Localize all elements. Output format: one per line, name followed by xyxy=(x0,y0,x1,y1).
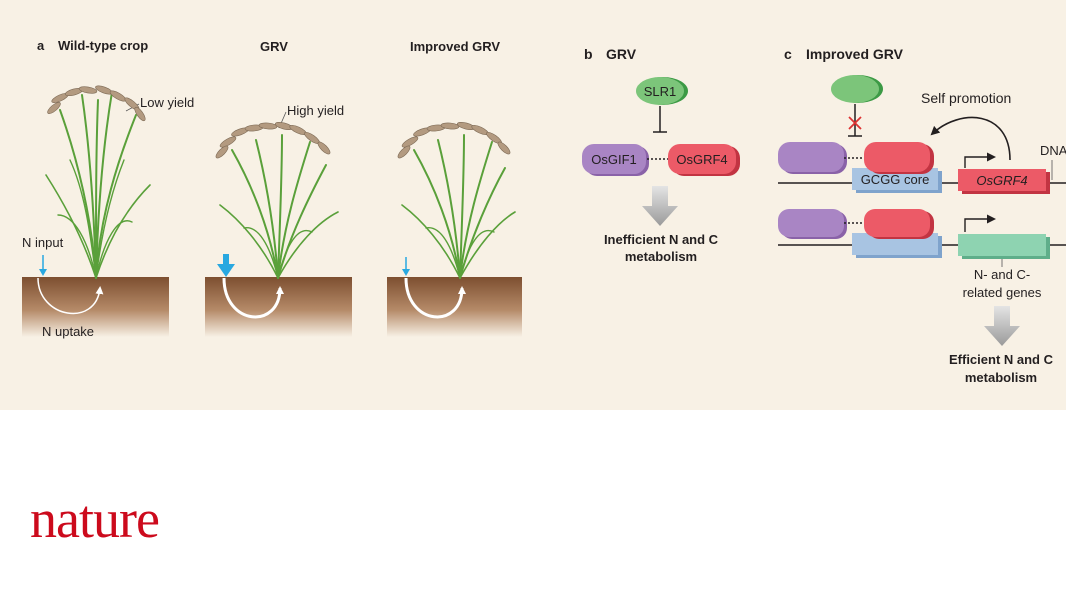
panel-c-letter: c xyxy=(784,46,792,62)
osgif1-protein: OsGIF1 xyxy=(582,144,649,176)
uptake-arc-grv xyxy=(222,277,284,319)
outcome-c-line2: metabolism xyxy=(965,370,1037,385)
osgrf4-label: OsGRF4 xyxy=(676,152,727,167)
low-yield-label: Low yield xyxy=(140,95,194,110)
outcome-arrow-c xyxy=(984,306,1020,346)
plant-improved xyxy=(401,134,516,279)
dna-label: DNA xyxy=(1040,143,1066,158)
outcome-arrow-b xyxy=(642,186,678,226)
plant-wild xyxy=(45,91,151,279)
high-yield-label: High yield xyxy=(287,103,344,118)
soil-grv xyxy=(205,277,352,337)
n-input-arrow-wild xyxy=(39,255,47,276)
osgif1-protein-c1 xyxy=(778,142,847,174)
panel-a-letter: a xyxy=(37,38,45,53)
osgif1-protein-c2 xyxy=(778,209,847,239)
soil-improved xyxy=(387,277,522,337)
panel-a-title-wild: Wild-type crop xyxy=(58,38,148,53)
panel-a-title-grv: GRV xyxy=(260,39,288,54)
slr1-label: SLR1 xyxy=(644,84,677,99)
uptake-arc-wild xyxy=(37,277,104,315)
panel-c-title: Improved GRV xyxy=(806,46,904,62)
panel-b-title: GRV xyxy=(606,46,637,62)
slr1-protein-c xyxy=(831,75,883,103)
figure-panel: a Wild-type crop GRV Improved GRV N inpu… xyxy=(0,0,1066,410)
promoter-arrow-lower xyxy=(964,214,996,232)
panicles-improved xyxy=(397,121,511,159)
self-promotion-label: Self promotion xyxy=(921,90,1011,106)
osgrf4-protein-c2 xyxy=(864,209,934,239)
panel-a: a Wild-type crop GRV Improved GRV N inpu… xyxy=(22,38,522,339)
osgrf4-protein-c1 xyxy=(864,142,934,174)
n-uptake-label: N uptake xyxy=(42,324,94,339)
nature-logo[interactable]: nature xyxy=(30,489,160,549)
panel-c: c Improved GRV Self promotion DNA GCGG c… xyxy=(778,46,1066,385)
outcome-c-line1: Efficient N and C xyxy=(949,352,1054,367)
osgrf4-protein: OsGRF4 xyxy=(668,144,740,176)
n-input-label: N input xyxy=(22,235,64,250)
panicles-grv xyxy=(215,121,331,159)
nc-genes-box xyxy=(958,234,1050,259)
outcome-b-line2: metabolism xyxy=(625,249,697,264)
self-promotion-arrow xyxy=(930,116,1011,161)
panicles-wild xyxy=(47,85,146,122)
osgif1-label: OsGIF1 xyxy=(591,152,637,167)
panel-a-title-improved: Improved GRV xyxy=(410,39,500,54)
n-input-arrow-improved xyxy=(402,257,410,276)
osgrf4-gene-box: OsGRF4 xyxy=(958,169,1050,194)
panel-b: b GRV SLR1 OsGIF1 OsGRF4 Inefficient N a… xyxy=(582,46,740,264)
promoter-arrow-upper xyxy=(964,152,996,168)
plant-grv xyxy=(219,134,339,279)
genes-label-line1: N- and C- xyxy=(974,267,1030,282)
osgrf4-gene-label: OsGRF4 xyxy=(976,173,1027,188)
blocked-cross xyxy=(848,116,862,130)
uptake-arc-improved xyxy=(404,277,466,319)
n-input-arrow-grv xyxy=(217,254,235,277)
gcgg-core-label: GCGG core xyxy=(861,172,930,187)
slr1-protein: SLR1 xyxy=(636,77,688,105)
outcome-b-line1: Inefficient N and C xyxy=(604,232,719,247)
panel-b-letter: b xyxy=(584,46,593,62)
genes-label-line2: related genes xyxy=(963,285,1042,300)
